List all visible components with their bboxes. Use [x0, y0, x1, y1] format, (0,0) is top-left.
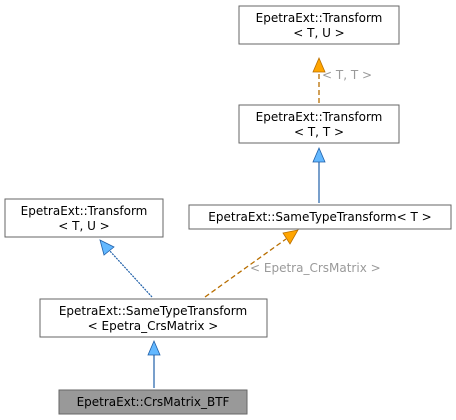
edge-same-type-crs-to-same-type-t — [204, 229, 299, 298]
node-transform-t-u-left[interactable]: EpetraExt::Transform < T, U > — [4, 198, 164, 238]
node-transform-t-u-top-line2: < T, U > — [293, 26, 344, 40]
node-transform-t-t[interactable]: EpetraExt::Transform < T, T > — [238, 104, 400, 144]
node-transform-t-u-left-line1: EpetraExt::Transform — [21, 204, 148, 218]
node-transform-t-t-line1: EpetraExt::Transform — [256, 110, 383, 124]
edge-transform-tt-to-transform-tu — [312, 56, 326, 103]
edge-same-type-crs-to-transform-tu — [99, 239, 153, 298]
edge-same-type-to-transform-tt — [312, 146, 326, 203]
node-same-type-transform-t[interactable]: EpetraExt::SameTypeTransform< T > — [188, 204, 452, 230]
node-transform-t-u-top-line1: EpetraExt::Transform — [256, 11, 383, 25]
node-same-type-transform-crsmatrix[interactable]: EpetraExt::SameTypeTransform < Epetra_Cr… — [39, 298, 268, 338]
node-same-type-transform-crsmatrix-line1: EpetraExt::SameTypeTransform — [59, 304, 247, 318]
node-same-type-transform-crsmatrix-line2: < Epetra_CrsMatrix > — [88, 319, 219, 333]
node-crsmatrix-btf[interactable]: EpetraExt::CrsMatrix_BTF — [58, 389, 248, 415]
edge-label-epetra-crsmatrix: < Epetra_CrsMatrix > — [250, 261, 381, 275]
edge-label-t-t: < T, T > — [322, 68, 372, 82]
node-same-type-transform-t-label: EpetraExt::SameTypeTransform< T > — [208, 210, 431, 224]
node-transform-t-u-left-line2: < T, U > — [58, 219, 109, 233]
edge-crs-btf-to-same-type-crs — [147, 339, 161, 388]
node-crsmatrix-btf-label: EpetraExt::CrsMatrix_BTF — [77, 395, 230, 409]
node-transform-t-t-line2: < T, T > — [294, 125, 344, 139]
node-transform-t-u-top[interactable]: EpetraExt::Transform < T, U > — [238, 5, 400, 45]
